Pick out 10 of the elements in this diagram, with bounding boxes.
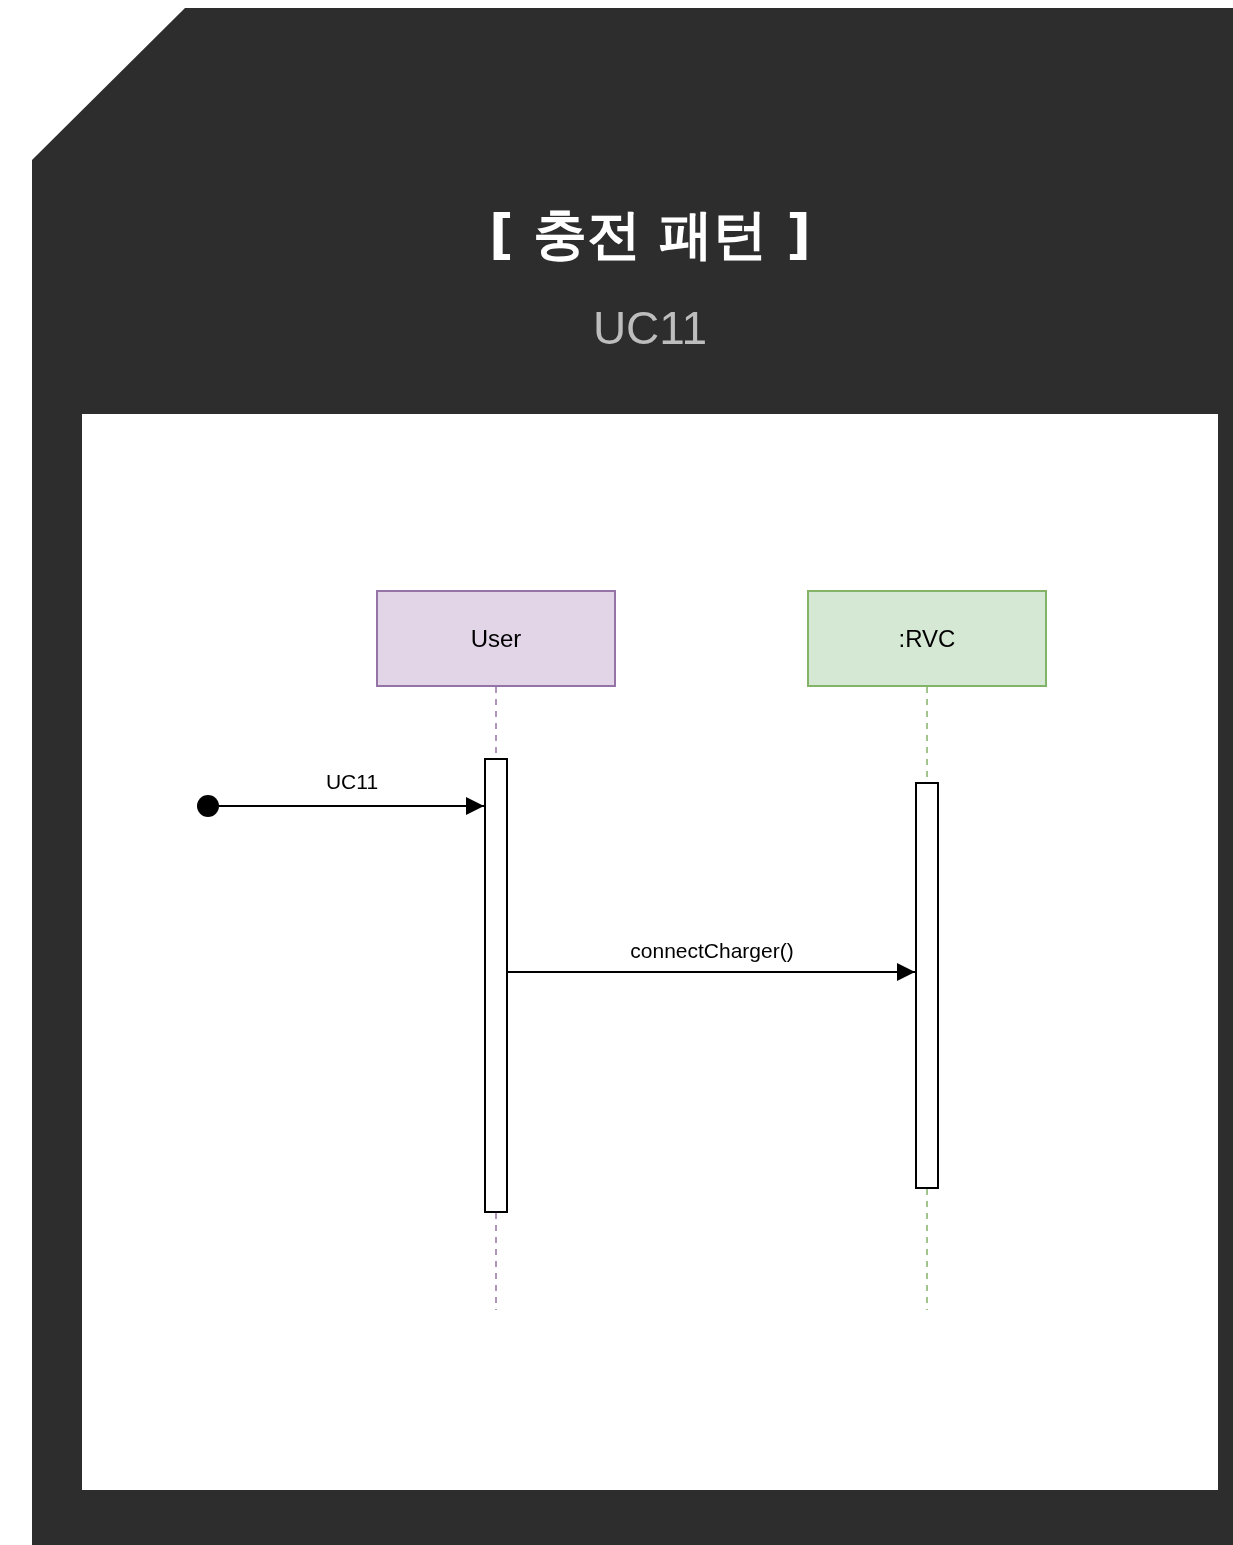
lifeline-head: :RVC bbox=[807, 590, 1047, 687]
lifeline-head: User bbox=[376, 590, 616, 687]
activation-bar bbox=[484, 758, 508, 1213]
arrow bbox=[218, 797, 485, 815]
lifeline bbox=[495, 1212, 497, 1311]
subtitle: UC11 bbox=[591, 301, 709, 356]
arrow bbox=[507, 963, 916, 981]
title: [ 충전 패턴 ] bbox=[488, 202, 812, 268]
lifeline bbox=[926, 1188, 928, 1311]
activation-bar bbox=[915, 782, 939, 1189]
